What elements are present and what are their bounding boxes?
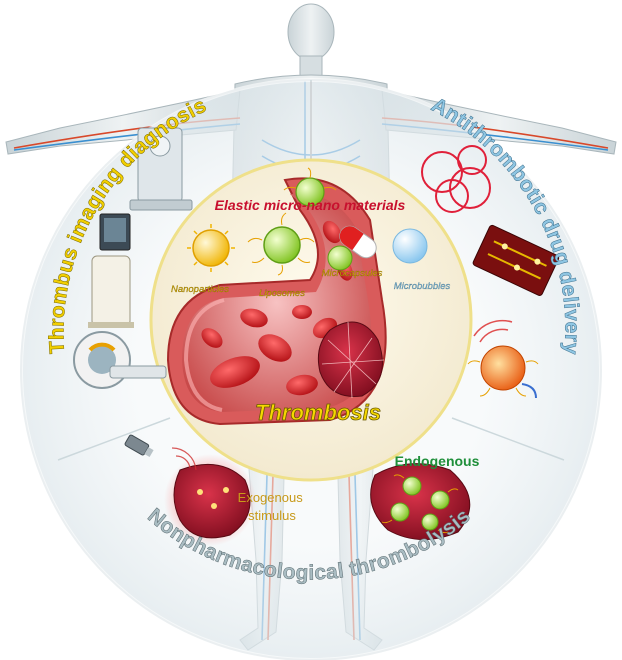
x-ray-machine-icon bbox=[129, 127, 193, 211]
thrombus-clot bbox=[317, 321, 385, 399]
materials-heading: Elastic micro-nano materials bbox=[215, 197, 406, 213]
exogenous-label-line-2: stimulus bbox=[248, 508, 296, 523]
mri-scanner-icon bbox=[73, 331, 167, 389]
endogenous-label: Endogenous bbox=[395, 453, 480, 469]
monitor-icon bbox=[99, 213, 131, 251]
drug-delivery-graphics bbox=[421, 145, 560, 399]
particle-label-nanoparticles: Nanoparticles bbox=[171, 284, 229, 295]
microbubble-icon bbox=[392, 228, 428, 264]
exogenous-label-line-1: Exogenous bbox=[238, 490, 304, 505]
microbubble-cluster-icon bbox=[421, 145, 491, 213]
particle-label-liposomes: Liposomes bbox=[259, 288, 305, 299]
endogenous-thrombolysis-graphic bbox=[370, 463, 471, 541]
capsule-icon bbox=[339, 225, 377, 259]
microcapsule-icon bbox=[327, 245, 353, 271]
liposome-top-icon bbox=[283, 167, 337, 207]
ultrasound-machine-icon bbox=[88, 255, 134, 328]
microneedle-patch-icon bbox=[472, 224, 560, 296]
red-blood-cells bbox=[201, 220, 353, 396]
targeted-nanoparticle-icon bbox=[467, 319, 539, 399]
imaging-devices bbox=[73, 127, 193, 389]
nanoparticle-icon bbox=[187, 224, 235, 272]
particle-label-microcapsules: Microcapsules bbox=[322, 268, 383, 279]
particle-label-microbubbles: Microbubbles bbox=[394, 281, 451, 292]
ultrasound-probe-icon bbox=[124, 434, 154, 457]
exogenous-label: Exogenous stimulus bbox=[238, 490, 307, 523]
liposome-icon bbox=[247, 212, 315, 276]
exogenous-thrombolysis-graphic bbox=[124, 434, 256, 546]
center-title: Thrombosis bbox=[255, 400, 381, 425]
